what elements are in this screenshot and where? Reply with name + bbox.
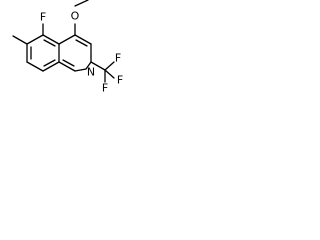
bond-cf3-f-right bbox=[104, 69, 115, 79]
bond bbox=[42, 34, 60, 45]
nitrogen-label: N bbox=[87, 66, 95, 79]
oxygen-label: O bbox=[71, 10, 80, 23]
bond bbox=[26, 61, 44, 72]
double-bond-inner bbox=[43, 59, 56, 67]
bond-to-cf3 bbox=[90, 61, 106, 71]
double-bond-inner bbox=[43, 39, 56, 47]
bond bbox=[42, 61, 60, 72]
quinoline-structure-diagram: F O N F F F bbox=[12, 0, 123, 95]
bond bbox=[58, 61, 76, 72]
bond-to-methyl bbox=[12, 35, 28, 45]
bond-cf3-f-up bbox=[104, 61, 115, 71]
bond bbox=[26, 34, 44, 45]
double-bond-inner bbox=[75, 39, 88, 47]
cf3-fluorine-bottom: F bbox=[102, 82, 108, 95]
bond bbox=[74, 68, 87, 72]
bond bbox=[58, 34, 76, 45]
bond-methoxy-methyl bbox=[74, 0, 89, 7]
atom-labels: F O N F F F bbox=[40, 10, 123, 95]
cf3-fluorine-top: F bbox=[115, 52, 121, 65]
bonds bbox=[12, 0, 115, 83]
double-bond-inner bbox=[62, 59, 75, 67]
bond bbox=[85, 61, 92, 70]
cf3-fluorine-right: F bbox=[117, 74, 123, 87]
fluorine-label: F bbox=[40, 11, 46, 24]
bond bbox=[74, 34, 92, 45]
